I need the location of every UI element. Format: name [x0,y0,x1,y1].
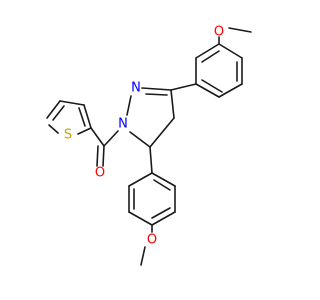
n-carbonyl-bond [103,130,119,147]
atom-o-top: O [214,25,224,40]
atom-s-thiophene: S [64,128,72,143]
molecule-structure: O N N S O O [46,25,252,266]
top-methoxyphenyl-ring [195,43,243,98]
bottom-methyl-bond [140,246,146,266]
atom-n-imine: N [131,81,141,96]
atom-o-carbonyl: O [95,166,105,181]
bottom-methoxyphenyl-ring [128,172,176,226]
ring-link-bond-bottom [149,146,153,174]
atom-n-amide: N [118,117,128,132]
thiophene-ring [46,100,92,135]
carbonyl-double-bond-b [96,145,99,167]
carbonyl-double-bond-a [102,145,105,167]
pyrazoline-ring [126,87,175,148]
carbonyl-thiophene-bond [90,127,105,147]
atom-o-bottom: O [147,233,157,248]
molecule-canvas: O N N S O O [46,25,252,266]
top-methyl-bond [228,27,252,33]
ring-link-bond-top [170,83,197,91]
